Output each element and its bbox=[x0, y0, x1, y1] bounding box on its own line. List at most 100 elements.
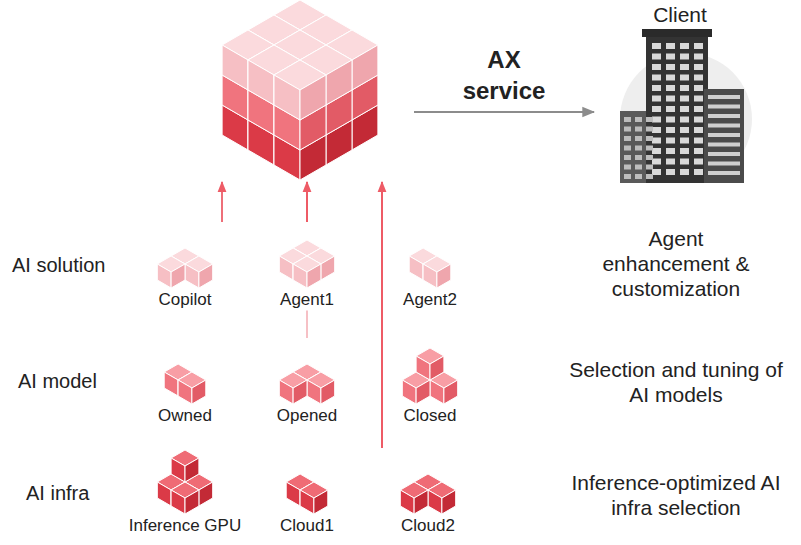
tower-window bbox=[666, 169, 675, 175]
tower-window bbox=[652, 148, 661, 154]
flow-arrow bbox=[221, 182, 223, 222]
cube-group: Owned bbox=[126, 338, 244, 426]
right-block bbox=[704, 89, 744, 183]
block-window bbox=[624, 117, 631, 122]
block-stripe bbox=[708, 152, 740, 156]
block-stripe bbox=[708, 124, 740, 128]
flow-arrow bbox=[414, 111, 594, 113]
cube-left bbox=[286, 482, 300, 506]
block-window bbox=[635, 136, 642, 141]
cube-right bbox=[199, 482, 213, 506]
cube-left bbox=[178, 380, 192, 404]
tower-window bbox=[666, 64, 675, 70]
main-tower bbox=[646, 35, 708, 183]
cube-right bbox=[307, 264, 321, 288]
cube-right bbox=[192, 380, 206, 404]
cube-illustration bbox=[210, 0, 390, 182]
cube-right bbox=[326, 60, 352, 105]
block-window bbox=[624, 155, 631, 160]
cube-left bbox=[171, 458, 185, 482]
cube-right bbox=[430, 356, 444, 380]
cube-cluster bbox=[371, 338, 489, 406]
cube-left bbox=[423, 264, 437, 288]
tower-window bbox=[666, 75, 675, 81]
tower-window bbox=[680, 54, 689, 60]
block-window bbox=[635, 155, 642, 160]
cube-cluster bbox=[369, 448, 487, 516]
cube-left bbox=[416, 356, 430, 380]
tower-window bbox=[680, 117, 689, 123]
cube-group: Cloud2 bbox=[369, 448, 487, 536]
block-stripe bbox=[708, 114, 740, 118]
cube-cluster bbox=[126, 222, 244, 290]
cube-right bbox=[300, 75, 326, 120]
cube-left bbox=[279, 380, 293, 404]
cube-cluster bbox=[248, 448, 366, 516]
tower-window bbox=[652, 75, 661, 81]
cube-left bbox=[222, 45, 248, 90]
tower-window bbox=[680, 159, 689, 165]
tower-window bbox=[666, 127, 675, 133]
cube-group: Inference GPU bbox=[125, 448, 246, 536]
cube-right bbox=[416, 380, 430, 404]
block-window bbox=[635, 127, 642, 132]
client-label: Client bbox=[653, 2, 707, 27]
tower-window bbox=[666, 117, 675, 123]
layer-description: Agent enhancement & customization bbox=[596, 226, 756, 302]
cube-left bbox=[428, 490, 442, 514]
layer-description: Selection and tuning of AI models bbox=[569, 357, 784, 407]
component-label: Copilot bbox=[159, 290, 212, 310]
tower-roof bbox=[642, 29, 712, 37]
component-label: Inference GPU bbox=[129, 516, 241, 536]
cube-left bbox=[274, 75, 300, 120]
cube-cluster bbox=[248, 338, 366, 406]
cube-cluster bbox=[371, 222, 489, 290]
tower-window bbox=[652, 159, 661, 165]
edge-label: AX service bbox=[454, 44, 554, 106]
cube-left bbox=[171, 490, 185, 514]
component-label: Opened bbox=[277, 406, 338, 426]
tower-window bbox=[694, 96, 703, 102]
cube-right bbox=[437, 264, 451, 288]
tower-window bbox=[666, 85, 675, 91]
component-label: Agent1 bbox=[280, 290, 334, 310]
tower-window bbox=[652, 106, 661, 112]
component-label: Cloud2 bbox=[401, 516, 455, 536]
cube-left bbox=[300, 490, 314, 514]
tower-window bbox=[680, 43, 689, 49]
tower-window bbox=[652, 64, 661, 70]
cube-left bbox=[307, 380, 321, 404]
block-window bbox=[624, 174, 631, 179]
cube-left bbox=[400, 490, 414, 514]
component-label: Agent2 bbox=[403, 290, 457, 310]
cube-group: Copilot bbox=[126, 222, 244, 310]
block-window bbox=[624, 146, 631, 151]
block-stripe bbox=[708, 143, 740, 147]
block-window bbox=[646, 146, 653, 151]
tower-window bbox=[666, 159, 675, 165]
flow-arrow bbox=[381, 182, 383, 448]
block-stripe bbox=[708, 105, 740, 109]
cube-group: Agent1 bbox=[248, 222, 366, 310]
cube-right bbox=[444, 380, 458, 404]
block-window bbox=[635, 117, 642, 122]
block-window bbox=[646, 155, 653, 160]
cube-group: Closed bbox=[371, 338, 489, 426]
block-window bbox=[646, 127, 653, 132]
tower-window bbox=[652, 169, 661, 175]
tower-window bbox=[694, 117, 703, 123]
component-label: Cloud1 bbox=[280, 516, 334, 536]
flow-arrow bbox=[306, 310, 308, 338]
cube-right bbox=[199, 264, 213, 288]
layer-label: AI solution bbox=[12, 254, 105, 277]
block-window bbox=[624, 127, 631, 132]
cube-cluster bbox=[248, 222, 366, 290]
tower-window bbox=[680, 138, 689, 144]
cube-cluster bbox=[126, 338, 244, 406]
cube-group: Cloud1 bbox=[248, 448, 366, 536]
cube-left bbox=[157, 264, 171, 288]
tower-window bbox=[652, 138, 661, 144]
tower-window bbox=[666, 43, 675, 49]
